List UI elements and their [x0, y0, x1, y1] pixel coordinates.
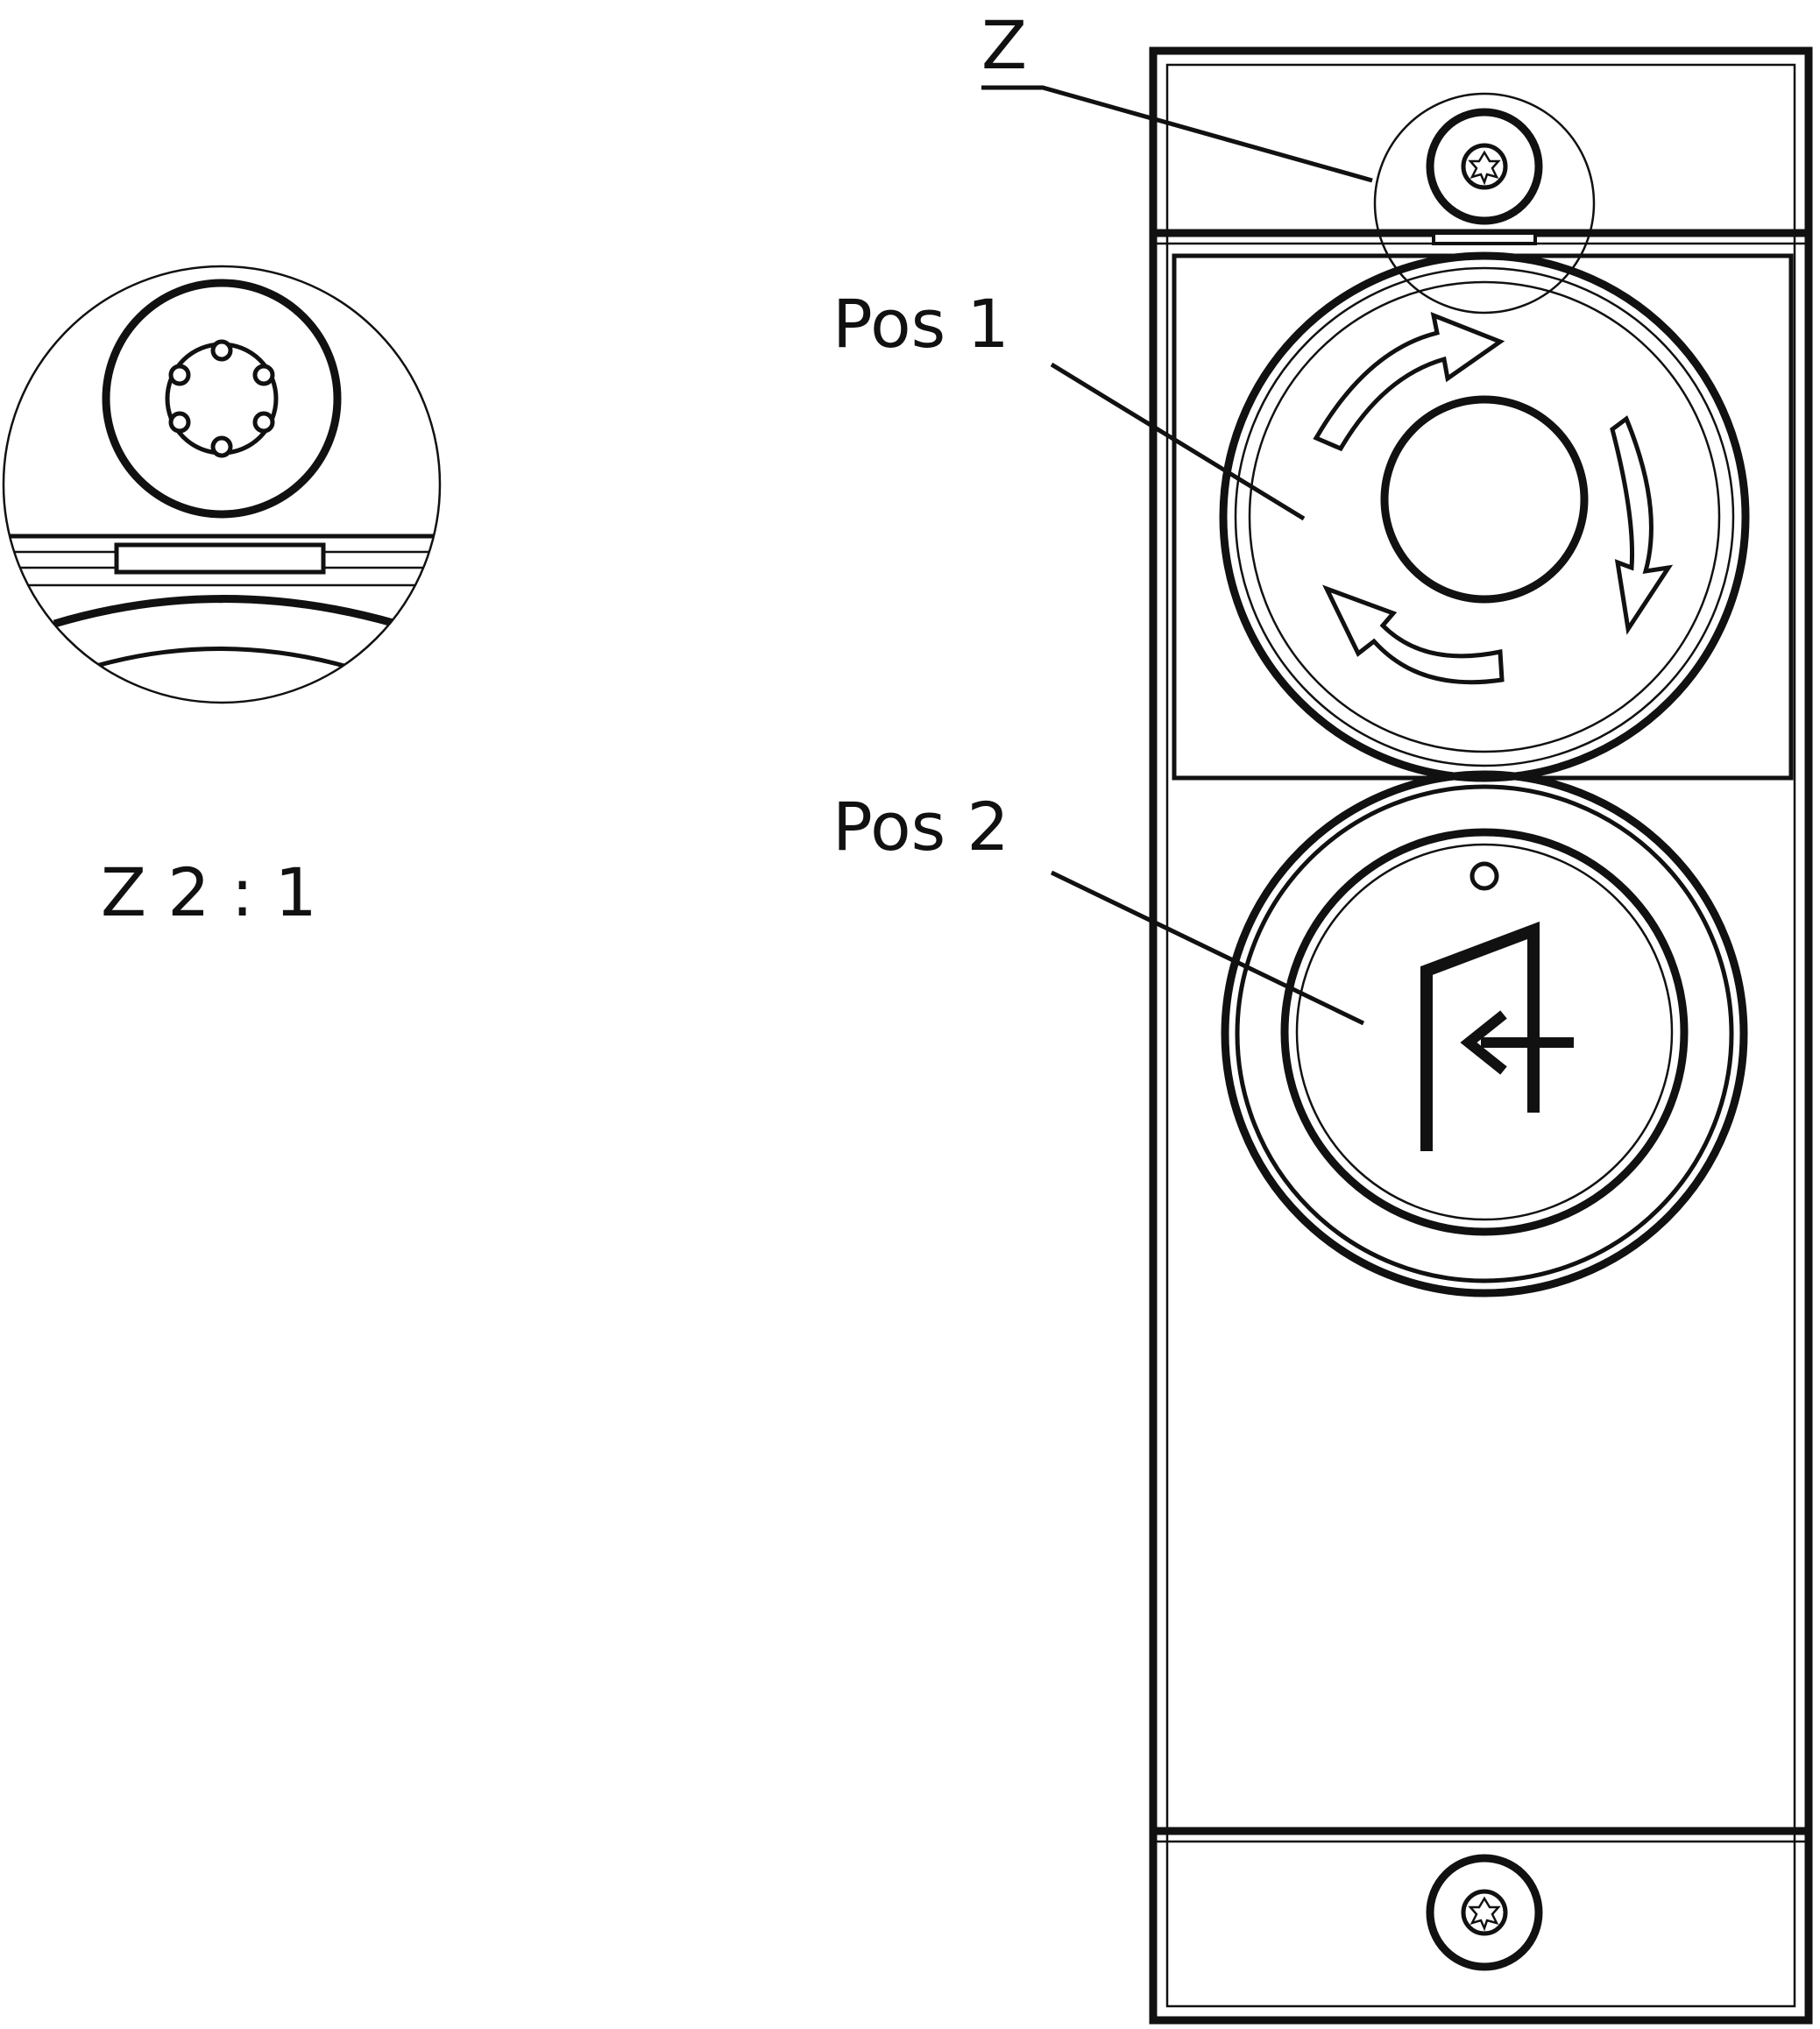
- pos1-center-cap: [1380, 395, 1589, 604]
- detail-z-marker-circle: [1373, 92, 1596, 315]
- reset-return-arrow-icon: [1420, 921, 1574, 1151]
- callout-pos1: Pos 1: [832, 285, 1306, 521]
- detail-slot-tab: [114, 542, 326, 575]
- housing-slot-tab: [1432, 231, 1537, 245]
- housing-front-view: [1149, 46, 1813, 2025]
- callout-pos1-label: Pos 1: [832, 285, 1009, 363]
- torx-lobes: [168, 339, 275, 458]
- pos2-indicator-dot: [1469, 861, 1499, 891]
- callout-z: Z: [981, 6, 1373, 183]
- callout-pos2-label: Pos 2: [832, 788, 1009, 866]
- bottom-screw: [1426, 1854, 1543, 1971]
- pos2-reset-button: [1221, 770, 1748, 1297]
- detail-view-boundary: [2, 265, 442, 704]
- detail-screw-head: [102, 279, 342, 519]
- callout-pos2: Pos 2: [832, 788, 1365, 1026]
- top-screw: [1426, 108, 1543, 225]
- housing-outline: [1149, 46, 1813, 2025]
- detail-view-z: Z 2 : 1: [2, 265, 442, 931]
- rotate-to-release-arrows-icon: [1313, 311, 1674, 685]
- callout-z-label: Z: [981, 6, 1027, 84]
- detail-scale-label: Z 2 : 1: [101, 853, 317, 931]
